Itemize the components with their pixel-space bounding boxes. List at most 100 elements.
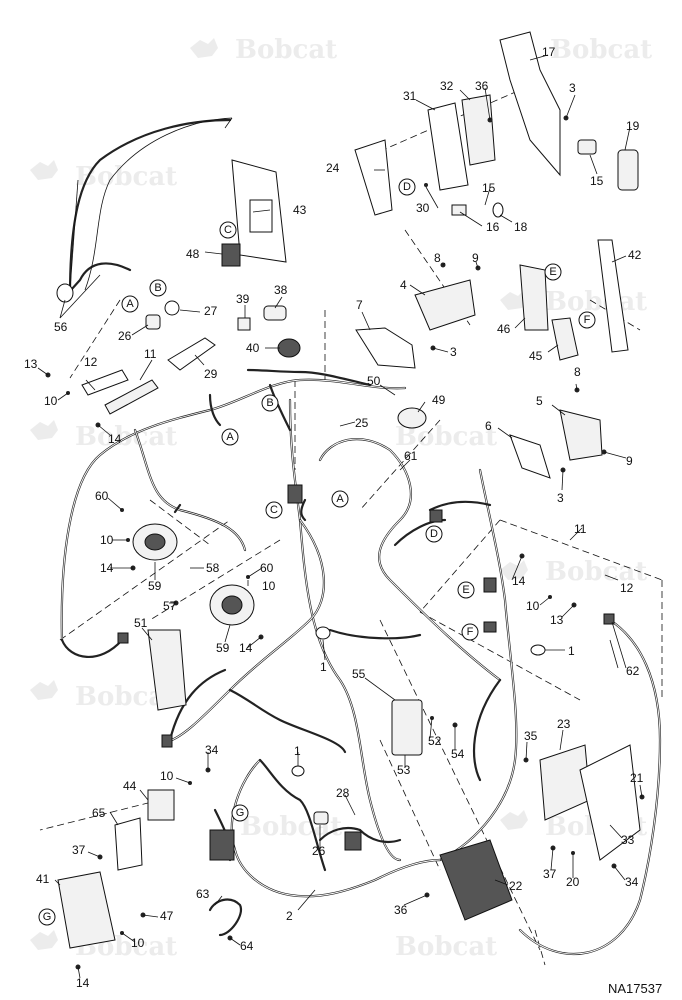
svg-text:E: E bbox=[549, 266, 556, 278]
part-label-18: 18 bbox=[514, 220, 528, 234]
watermark-text: Bobcat bbox=[550, 35, 652, 65]
part-label-26: 26 bbox=[312, 844, 326, 858]
connector-ref-e: E bbox=[544, 263, 562, 281]
part-label-14: 14 bbox=[76, 976, 90, 990]
part-label-33: 33 bbox=[621, 833, 635, 847]
part-label-41: 41 bbox=[36, 872, 50, 886]
part-45 bbox=[551, 317, 579, 361]
part-label-60: 60 bbox=[95, 489, 109, 503]
part-label-3: 3 bbox=[450, 345, 457, 359]
connector-g bbox=[209, 829, 235, 861]
connector-f bbox=[483, 621, 497, 633]
assembly-dashed-lines bbox=[39, 89, 663, 966]
part-label-10: 10 bbox=[526, 599, 540, 613]
clip-1c bbox=[291, 765, 305, 777]
module-51 bbox=[147, 629, 187, 711]
part-label-61: 61 bbox=[404, 449, 418, 463]
connector-ref-d: D bbox=[398, 178, 416, 196]
antenna-mast bbox=[69, 179, 79, 291]
speaker-59a-cone bbox=[144, 533, 166, 551]
svg-text:A: A bbox=[226, 431, 234, 443]
part-32 bbox=[461, 94, 496, 166]
part-label-24: 24 bbox=[326, 161, 340, 175]
switch-26b bbox=[313, 811, 329, 825]
part-label-10: 10 bbox=[100, 533, 114, 547]
part-label-20: 20 bbox=[566, 875, 580, 889]
switch-26 bbox=[145, 314, 161, 330]
watermark-logo bbox=[30, 38, 528, 950]
part-label-11: 11 bbox=[574, 522, 587, 536]
svg-text:G: G bbox=[43, 911, 52, 923]
connector-ref-c: C bbox=[265, 501, 283, 519]
part-label-14: 14 bbox=[100, 561, 114, 575]
part-label-64: 64 bbox=[240, 939, 254, 953]
connector-62 bbox=[603, 613, 615, 625]
part-16 bbox=[451, 204, 467, 216]
connector-ref-g: G bbox=[231, 804, 249, 822]
connector-ref-a: A bbox=[121, 295, 139, 313]
connector-d bbox=[429, 509, 443, 523]
clip-1b bbox=[530, 644, 546, 656]
svg-text:A: A bbox=[126, 298, 134, 310]
connector-ref-e: E bbox=[457, 581, 475, 599]
svg-text:D: D bbox=[430, 528, 438, 540]
part-label-3: 3 bbox=[557, 491, 564, 505]
part-label-30: 30 bbox=[416, 201, 430, 215]
part-label-28: 28 bbox=[336, 786, 350, 800]
speaker-59b-cone bbox=[221, 595, 243, 615]
part-label-1: 1 bbox=[320, 660, 327, 674]
part-label-43: 43 bbox=[293, 203, 307, 217]
part-label-10: 10 bbox=[131, 936, 145, 950]
module-41 bbox=[57, 871, 116, 949]
connector-ref-b: B bbox=[261, 394, 279, 412]
sensor-15 bbox=[577, 139, 597, 155]
parts bbox=[57, 31, 641, 949]
svg-text:B: B bbox=[266, 397, 273, 409]
part-label-13: 13 bbox=[550, 613, 564, 627]
ecu-22 bbox=[439, 839, 513, 921]
part-label-2: 2 bbox=[286, 909, 293, 923]
part-label-15: 15 bbox=[590, 174, 604, 188]
plate-42 bbox=[597, 239, 629, 353]
part-label-23: 23 bbox=[557, 717, 571, 731]
grommet-40 bbox=[277, 338, 301, 358]
part-label-42: 42 bbox=[628, 248, 642, 262]
part-label-55: 55 bbox=[352, 667, 366, 681]
part-label-34: 34 bbox=[205, 743, 219, 757]
part-label-3: 3 bbox=[569, 81, 576, 95]
svg-text:F: F bbox=[467, 626, 474, 638]
part-label-65: 65 bbox=[92, 806, 106, 820]
part-label-45: 45 bbox=[529, 349, 543, 363]
cover-65 bbox=[114, 817, 143, 871]
part-39 bbox=[237, 317, 251, 331]
part-label-15: 15 bbox=[482, 181, 496, 195]
part-label-49: 49 bbox=[432, 393, 446, 407]
watermark-text: Bobcat bbox=[235, 35, 337, 65]
part-label-54: 54 bbox=[451, 747, 465, 761]
part-label-6: 6 bbox=[485, 419, 492, 433]
antenna-base bbox=[56, 283, 74, 303]
connector-ref-a: A bbox=[331, 490, 349, 508]
part-label-37: 37 bbox=[72, 843, 86, 857]
part-label-14: 14 bbox=[108, 432, 122, 446]
part-label-36: 36 bbox=[394, 903, 408, 917]
svg-text:G: G bbox=[236, 807, 245, 819]
part-label-34: 34 bbox=[625, 875, 639, 889]
part-label-52: 52 bbox=[428, 734, 442, 748]
part-18 bbox=[492, 202, 504, 218]
leader-lines bbox=[37, 54, 643, 979]
part-label-17: 17 bbox=[542, 45, 556, 59]
part-label-1: 1 bbox=[568, 644, 575, 658]
watermark-text: Bobcat bbox=[545, 287, 647, 317]
part-label-60: 60 bbox=[260, 561, 274, 575]
plate-31 bbox=[427, 102, 469, 191]
watermark-text: Bobcat bbox=[75, 162, 177, 192]
part-46 bbox=[519, 264, 549, 331]
clip-30 bbox=[424, 183, 428, 187]
module-53 bbox=[391, 699, 423, 756]
part-label-8: 8 bbox=[434, 251, 441, 265]
part-label-39: 39 bbox=[236, 292, 250, 306]
connector-51 bbox=[117, 632, 129, 644]
part-label-11: 11 bbox=[144, 347, 157, 361]
